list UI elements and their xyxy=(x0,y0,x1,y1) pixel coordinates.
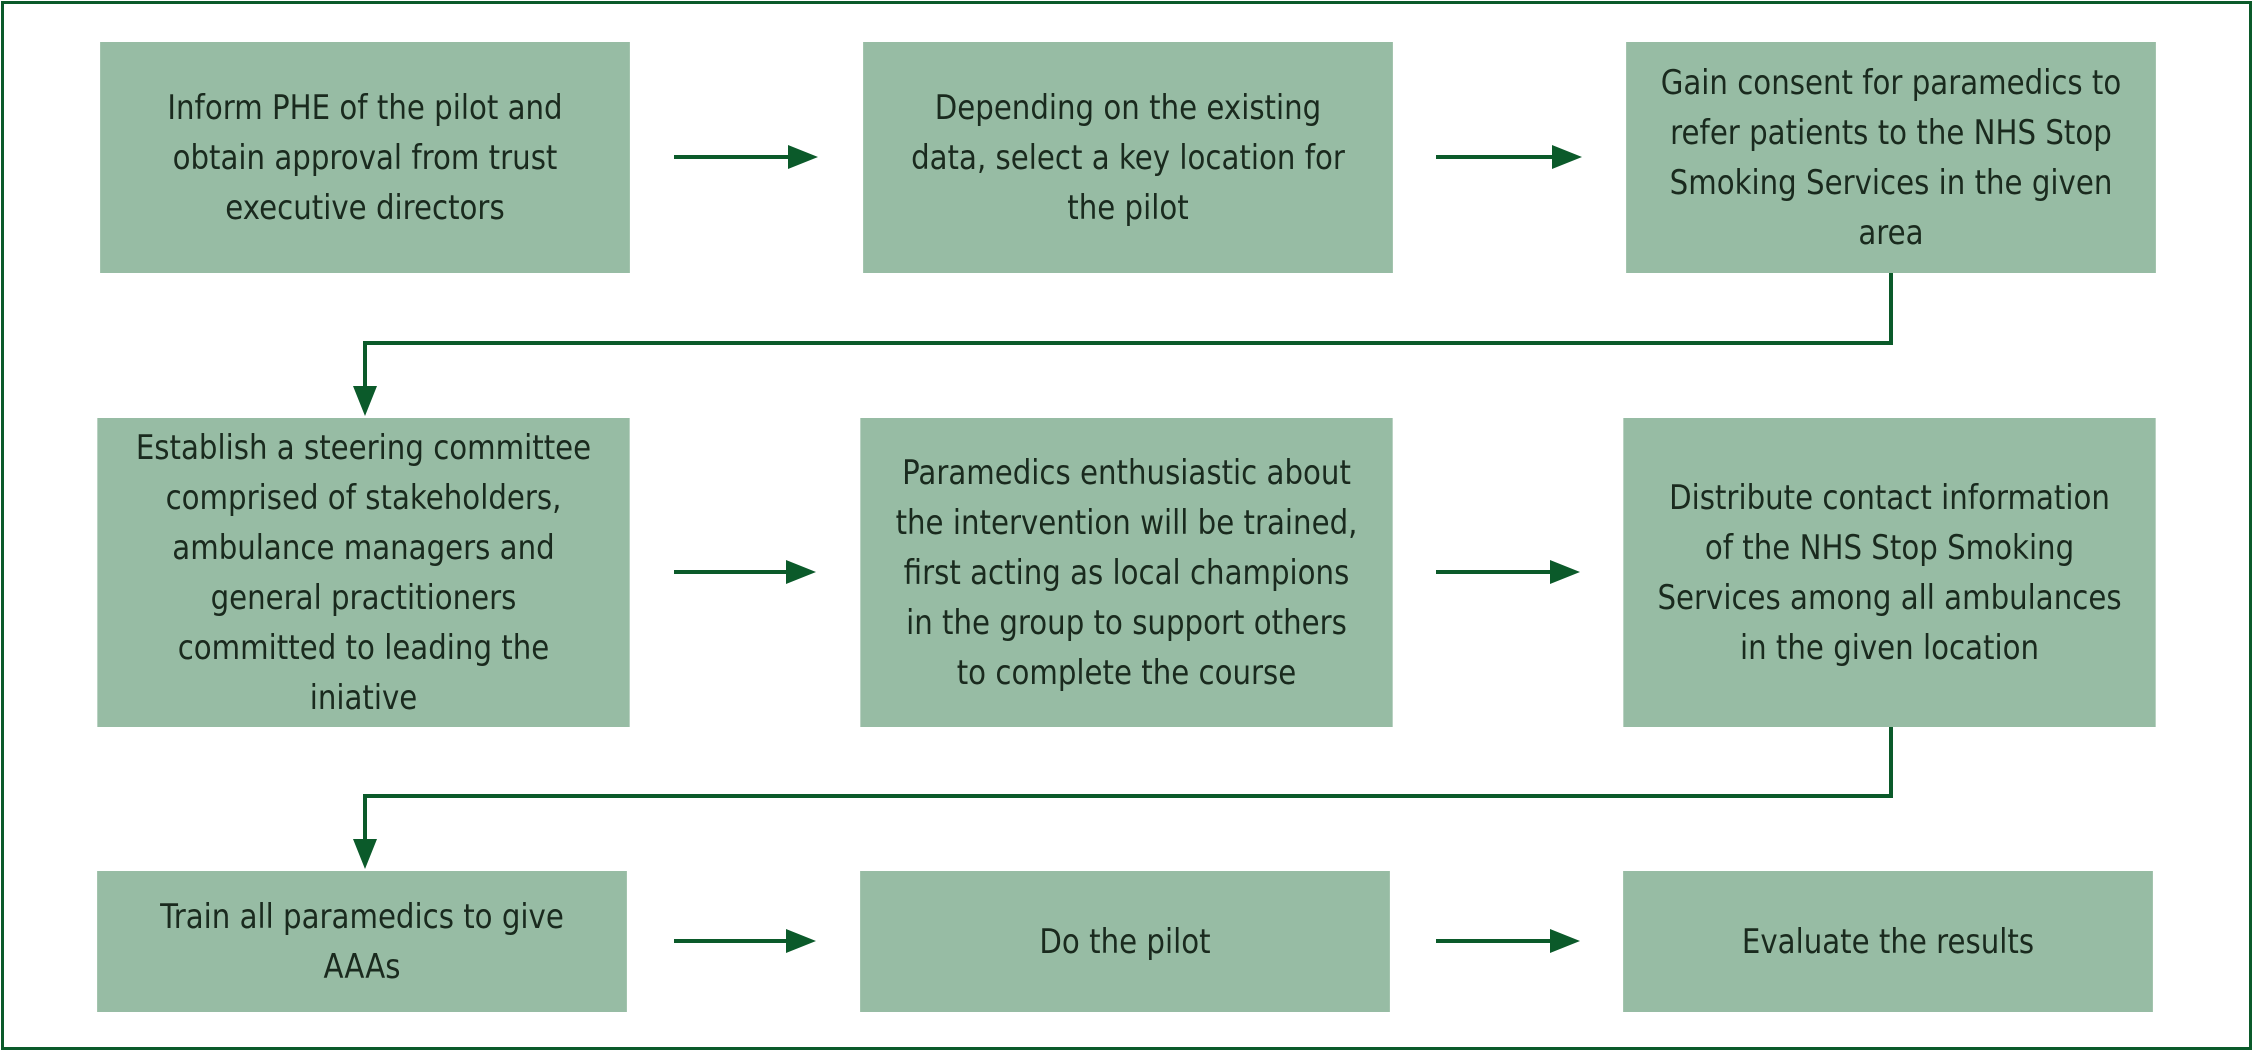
step-label-5: Paramedics enthusiastic about the interv… xyxy=(895,452,1358,693)
step-label-6: Distribute contact information of the NH… xyxy=(1657,477,2122,668)
step-box-2: Depending on the existing data, select a… xyxy=(863,42,1393,273)
step-box-8: Do the pilot xyxy=(860,871,1390,1012)
step-box-3: Gain consent for paramedics to refer pat… xyxy=(1626,42,2156,273)
step-box-4: Establish a steering committee comprised… xyxy=(97,418,630,727)
step-label-4: Establish a steering committee comprised… xyxy=(135,427,592,718)
step-label-9: Evaluate the results xyxy=(1741,921,2035,962)
step-label-1: Inform PHE of the pilot and obtain appro… xyxy=(167,87,563,228)
step-box-9: Evaluate the results xyxy=(1623,871,2153,1012)
step-label-3: Gain consent for paramedics to refer pat… xyxy=(1660,62,2122,253)
step-box-7: Train all paramedics to give AAAs xyxy=(97,871,627,1012)
step-label-7: Train all paramedics to give AAAs xyxy=(160,896,564,987)
step-label-8: Do the pilot xyxy=(1039,921,1211,962)
step-box-1: Inform PHE of the pilot and obtain appro… xyxy=(100,42,630,273)
step-box-6: Distribute contact information of the NH… xyxy=(1623,418,2156,727)
step-box-5: Paramedics enthusiastic about the interv… xyxy=(860,418,1393,727)
step-label-2: Depending on the existing data, select a… xyxy=(911,87,1345,228)
